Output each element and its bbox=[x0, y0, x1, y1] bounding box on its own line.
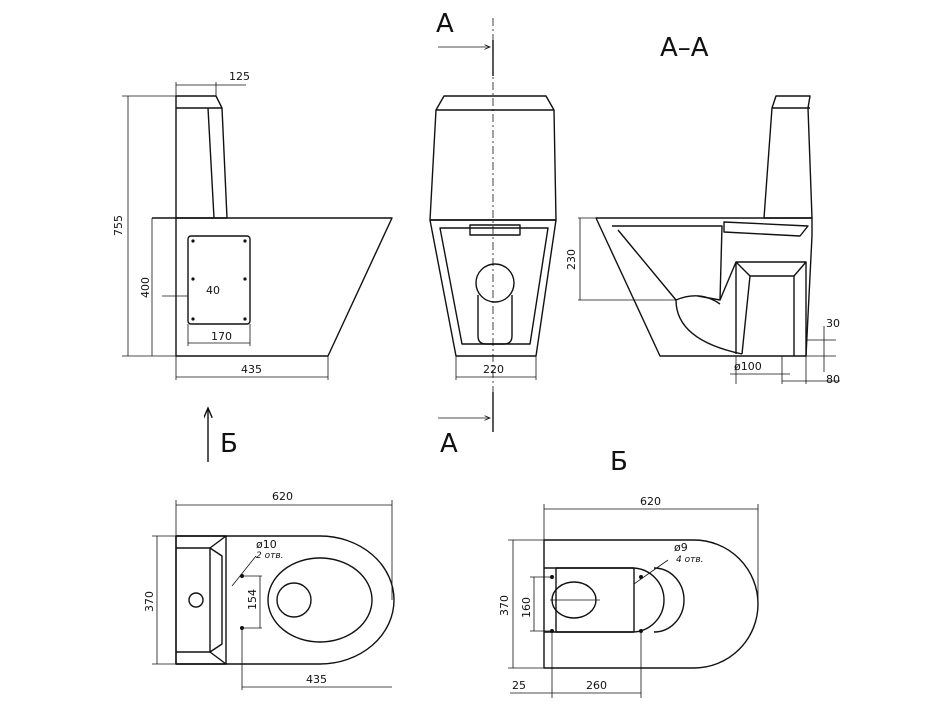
side-plate bbox=[187, 235, 251, 325]
view-b-marker: Б Б bbox=[208, 408, 628, 477]
front-outlet bbox=[475, 263, 515, 303]
view-b-arrow-label: Б bbox=[220, 429, 238, 459]
top-outline bbox=[175, 535, 395, 665]
dim-bottom-offset-x: 25 bbox=[512, 679, 526, 692]
dim-top-width: 370 bbox=[143, 591, 156, 612]
section-label-bottom: А bbox=[440, 429, 458, 459]
dim-top-width: 125 bbox=[229, 70, 250, 83]
view-b-title: Б bbox=[610, 447, 628, 477]
bottom-view: ø9 4 отв. 620 370 160 25 260 bbox=[498, 495, 759, 698]
dim-base-length: 435 bbox=[241, 363, 262, 376]
section-tank bbox=[763, 95, 813, 219]
side-view: 125 755 400 40 170 435 bbox=[112, 70, 393, 380]
dim-bottom-hole-spacing-x: 260 bbox=[586, 679, 607, 692]
side-tank bbox=[175, 95, 228, 219]
dim-height-bowl: 400 bbox=[139, 277, 152, 298]
dim-plate-width: 170 bbox=[211, 330, 232, 343]
section-bowl bbox=[595, 217, 813, 357]
front-bowl bbox=[429, 219, 557, 357]
dim-top-hole-count: 2 отв. bbox=[256, 551, 284, 561]
dim-bottom-hole-spacing-y: 160 bbox=[520, 597, 533, 618]
dim-outlet-height: 30 bbox=[826, 317, 840, 330]
section-title: А–А bbox=[660, 33, 709, 63]
dim-top-hole-dia: ø10 bbox=[256, 538, 277, 551]
dim-top-hole-spacing: 154 bbox=[246, 589, 259, 610]
dim-base-width: 220 bbox=[483, 363, 504, 376]
bottom-outline bbox=[543, 539, 759, 669]
front-view: 220 А А bbox=[429, 9, 557, 459]
dim-top-bowl-length: 435 bbox=[306, 673, 327, 686]
top-bowl bbox=[267, 557, 373, 643]
dim-plate-offset: 40 bbox=[206, 284, 220, 297]
dim-bottom-hole-count: 4 отв. bbox=[676, 555, 704, 565]
dim-bottom-width: 370 bbox=[498, 595, 511, 616]
dim-bottom-hole-dia: ø9 bbox=[674, 541, 688, 554]
section-view: А–А 230 30 ø100 80 bbox=[565, 33, 840, 386]
dim-section-height: 230 bbox=[565, 249, 578, 270]
top-view: 154 ø10 2 отв. 620 370 435 bbox=[143, 490, 395, 690]
dim-outlet-offset: 80 bbox=[826, 373, 840, 386]
section-siphon bbox=[675, 299, 743, 355]
section-label-top: А bbox=[436, 9, 454, 39]
dim-top-length: 620 bbox=[272, 490, 293, 503]
dim-bottom-length: 620 bbox=[640, 495, 661, 508]
dim-outlet-diameter: ø100 bbox=[734, 360, 762, 373]
dim-height-total: 755 bbox=[112, 215, 125, 236]
